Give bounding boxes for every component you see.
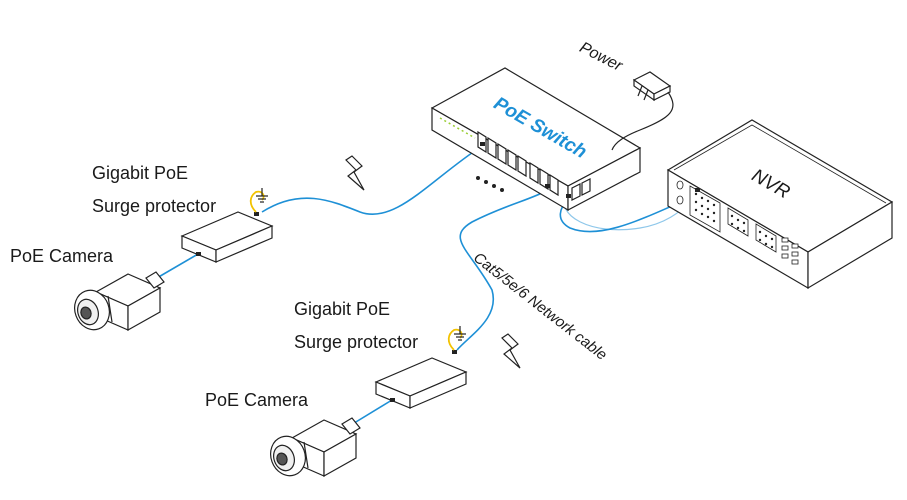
more-ports-dots xyxy=(476,176,504,192)
surge-protector-top-label-1: Gigabit PoE xyxy=(92,163,189,183)
surge-protector-bottom-label-2: Surge protector xyxy=(294,332,419,352)
nvr-front-panel xyxy=(676,180,777,253)
cable-switch-to-nvr xyxy=(559,197,691,233)
power-cord xyxy=(611,91,674,151)
ground-icon xyxy=(256,188,268,203)
lightning-icon xyxy=(345,155,365,191)
lightning-icon xyxy=(501,333,521,369)
surge-protector-top xyxy=(180,211,274,263)
cable-top-protector-to-switch xyxy=(261,145,483,215)
cable-bottom-protector-to-switch xyxy=(456,189,549,351)
camera-top-label: PoE Camera xyxy=(10,246,114,266)
camera-bottom-label: PoE Camera xyxy=(205,390,309,410)
camera-icon xyxy=(74,271,165,332)
surge-protector-top-label-2: Surge protector xyxy=(92,196,217,216)
poe-switch xyxy=(430,67,642,212)
power-adapter-icon xyxy=(632,71,672,102)
surge-protector-bottom xyxy=(374,357,468,409)
nvr-device xyxy=(666,119,894,290)
surge-protector-bottom-label-1: Gigabit PoE xyxy=(294,299,391,319)
camera-icon xyxy=(270,417,361,478)
ground-icon xyxy=(454,326,466,341)
